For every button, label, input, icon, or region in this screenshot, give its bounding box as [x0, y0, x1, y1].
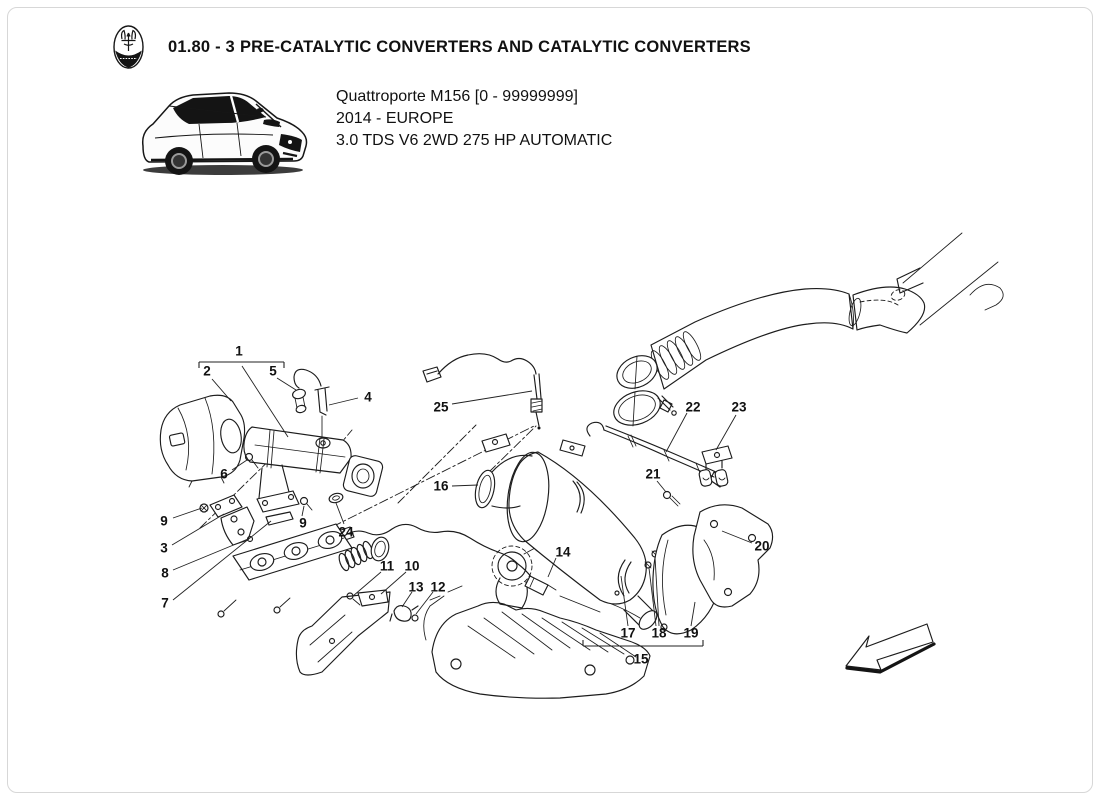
callout-leader-21 [656, 480, 667, 493]
callout-leader-24 [335, 502, 345, 525]
pre-catalytic-converter-drawing [199, 368, 384, 546]
callout-leader-10 [380, 571, 407, 595]
callout-label-24: 24 [338, 525, 354, 540]
callout-leader-8 [172, 538, 249, 571]
callout-label-15: 15 [633, 652, 649, 667]
fastener-21-drawing [662, 490, 681, 507]
flexible-hose-22-drawing [586, 421, 725, 488]
callout-label-5: 5 [269, 364, 277, 379]
callout-label-21: 21 [645, 467, 661, 482]
callout-leader-14 [547, 557, 557, 578]
callout-label-22: 22 [685, 400, 700, 415]
callout-leader-9 [172, 507, 203, 519]
callout-label-9: 9 [299, 516, 307, 531]
section-code: 01.80 - 3 [168, 38, 235, 56]
callout-label-14: 14 [555, 545, 571, 560]
callout-label-6: 6 [220, 467, 228, 482]
exhaust-manifold-drawing [217, 523, 390, 618]
callout-leader-13 [401, 591, 413, 608]
front-exhaust-pipe-drawing [616, 287, 854, 390]
callout-leader-20 [721, 530, 753, 544]
callout-leader-17 [620, 575, 629, 627]
lower-heat-shield-drawing [295, 589, 419, 676]
rear-elbow-pipe-drawing [848, 232, 1004, 334]
callout-leader-2 [211, 378, 232, 402]
callout-leader-19 [690, 601, 696, 627]
callout-leader-9 [301, 505, 305, 517]
callout-leader-18 [654, 556, 660, 627]
callout-label-19: 19 [683, 626, 698, 641]
callout-label-12: 12 [430, 580, 445, 595]
callout-label-7: 7 [161, 596, 169, 611]
exhaust-temperature-sensor-25-drawing [422, 353, 543, 430]
callout-leader-3 [171, 513, 225, 546]
v-band-clamp-drawing [613, 390, 677, 427]
callout-bracket [582, 640, 704, 647]
vehicle-block: Quattroporte M156 [0 - 99999999] 2014 - … [133, 82, 612, 178]
vehicle-photo [141, 92, 308, 175]
callout-label-11: 11 [380, 559, 395, 574]
vehicle-market: 2014 - EUROPE [336, 110, 454, 127]
maserati-logo-icon [113, 25, 144, 69]
pre-cat-heat-shield-cover-drawing [159, 394, 246, 488]
callout-leader-25 [451, 390, 533, 405]
callout-leader-4 [328, 397, 359, 406]
vehicle-model: Quattroporte M156 [0 - 99999999] [336, 88, 578, 105]
callout-label-3: 3 [160, 541, 168, 556]
callout-leader-22 [665, 412, 688, 453]
vehicle-engine: 3.0 TDS V6 2WD 275 HP AUTOMATIC [336, 132, 613, 149]
callout-leader-11 [352, 571, 382, 597]
callout-label-23: 23 [731, 400, 747, 415]
callout-leader-18 [648, 567, 657, 627]
callout-leader-12 [415, 591, 434, 615]
direction-arrow [845, 623, 936, 674]
callout-leader-6 [231, 459, 248, 471]
callout-label-16: 16 [433, 479, 449, 494]
callout-label-8: 8 [161, 566, 169, 581]
callout-leader-1 [241, 365, 289, 438]
callout-label-1: 1 [235, 344, 243, 359]
callout-label-17: 17 [620, 626, 635, 641]
callout-label-10: 10 [404, 559, 419, 574]
callout-label-2: 2 [203, 364, 211, 379]
callout-label-4: 4 [364, 390, 372, 405]
section-title: PRE-CATALYTIC CONVERTERS AND CATALYTIC C… [239, 38, 751, 56]
callout-leader-23 [715, 414, 737, 451]
main-catalytic-converter-drawing [474, 433, 658, 630]
support-bracket-23-drawing [698, 445, 733, 487]
callout-label-18: 18 [651, 626, 667, 641]
callout-bracket [198, 361, 285, 368]
callout-leader-5 [276, 377, 297, 391]
callout-leader-7 [172, 520, 272, 601]
temperature-sensor-14-drawing [524, 575, 557, 596]
sensor-cable-drawing [337, 523, 533, 579]
callout-label-13: 13 [408, 580, 424, 595]
callout-label-25: 25 [433, 400, 449, 415]
callout-leaders [171, 361, 753, 647]
callout-label-9: 9 [160, 514, 168, 529]
rear-heat-shield-20-drawing [692, 504, 774, 608]
vehicle-info: Quattroporte M156 [0 - 99999999] 2014 - … [336, 86, 612, 178]
callout-label-20: 20 [754, 539, 769, 554]
callout-leader-16 [451, 484, 479, 487]
